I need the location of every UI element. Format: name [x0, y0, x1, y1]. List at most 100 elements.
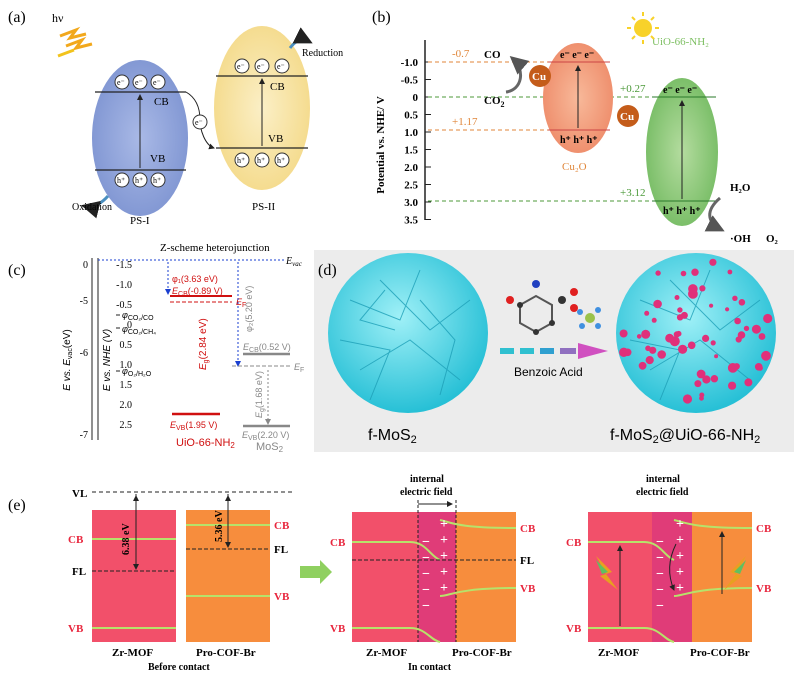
uio-particles — [619, 258, 773, 404]
svg-text:FL: FL — [520, 555, 534, 567]
ef2-label: EF — [294, 362, 304, 374]
uio-particle — [619, 347, 629, 357]
panel-b-tick: 2.0 — [404, 162, 418, 174]
svg-text:VB: VB — [566, 623, 582, 635]
panel-c-right-tick: -1.0 — [116, 280, 132, 291]
uio-particle — [694, 380, 702, 388]
svg-text:Zr-MOF: Zr-MOF — [112, 647, 153, 659]
svg-text:+: + — [440, 533, 448, 548]
depletion-region — [418, 512, 456, 642]
uio-particle — [757, 365, 763, 371]
ps2-holes: h⁺h⁺h⁺ — [234, 152, 290, 168]
panel-d: (d) f-MoS2 Benzoic Acid — [314, 250, 794, 452]
ps1-electrons: e⁻e⁻e⁻ — [114, 74, 166, 90]
charge-symbols: −−−−− +++++ — [422, 517, 448, 614]
uio-particle — [696, 369, 706, 379]
svg-text:VB: VB — [274, 591, 290, 603]
svg-text:+: + — [676, 565, 684, 580]
cu2o-electrons: e⁻ e⁻ e⁻ — [560, 50, 594, 61]
panel-a-label: (a) — [8, 9, 26, 26]
uio-electrons: e⁻ e⁻ e⁻ — [663, 85, 697, 96]
ps1-vb-label: VB — [150, 153, 165, 165]
uio-particle — [676, 314, 684, 321]
uio-particle — [641, 329, 651, 339]
cu2o-holes: h⁺ h⁺ h⁺ — [560, 135, 598, 146]
uio-particle — [649, 346, 657, 354]
phi-co-label: φCO₂/CO — [122, 310, 154, 322]
panel-c-left-tick: 0 — [83, 260, 88, 271]
uio-particle — [709, 258, 717, 266]
svg-text:electric field: electric field — [636, 487, 689, 498]
cu2o-label: Cu₂O — [562, 161, 587, 173]
panel-c-left-tick: -7 — [80, 430, 88, 441]
uio-particle — [734, 317, 741, 325]
svg-text:+: + — [676, 549, 684, 564]
zr-mof-block — [92, 510, 176, 642]
ps2-label: PS-II — [252, 201, 276, 213]
svg-text:electric field: electric field — [400, 487, 453, 498]
uio-particle — [691, 268, 699, 276]
linker-icon — [577, 307, 601, 329]
uio-particle — [702, 375, 711, 384]
molecule-icon — [506, 280, 578, 335]
uio-particle — [733, 363, 740, 370]
uio-particle — [688, 284, 698, 294]
ef1-label: EF — [236, 297, 246, 309]
svg-text:h⁺: h⁺ — [153, 176, 161, 185]
panel-b-tick: 3.0 — [404, 197, 418, 209]
uio-particle — [651, 317, 657, 323]
panel-b-tick: 2.5 — [404, 180, 418, 192]
svg-text:e⁻: e⁻ — [153, 78, 161, 87]
panel-b-ylabel: Potential vs. NHE/ V — [375, 96, 387, 194]
phi-o2-label: φO₂/H₂O — [122, 366, 152, 378]
val-p027: +0.27 — [620, 83, 646, 95]
svg-text:+: + — [440, 517, 448, 532]
mos2-c-label: MoS2 — [256, 441, 284, 454]
svg-text:+: + — [440, 549, 448, 564]
uio-particle — [682, 394, 693, 404]
uio-particle — [751, 324, 761, 334]
panel-c-right-tick: 2.0 — [120, 400, 133, 411]
panel-c-right-ticks: -1.5-1.0-0.500.51.01.52.02.5 — [116, 260, 132, 431]
uio-c-label: UiO-66-NH2 — [176, 437, 235, 450]
ecb2-label: ECB(0.52 V) — [243, 342, 291, 354]
svg-text:+: + — [440, 581, 448, 596]
svg-text:h⁺: h⁺ — [117, 176, 125, 185]
svg-text:Zr-MOF: Zr-MOF — [366, 647, 407, 659]
oh-label: ·OH — [730, 233, 751, 245]
svg-text:VB: VB — [520, 583, 536, 595]
panel-b-label: (b) — [372, 9, 391, 26]
svg-text:−: − — [422, 567, 430, 582]
panel-c: (c) Z-scheme heterojunction Evac 0-5-6-7… — [8, 242, 304, 454]
before-contact-label: Before contact — [148, 662, 210, 673]
panel-b-tick: 0.5 — [404, 110, 418, 122]
panel-b-ticks: -1.0-0.500.51.01.52.02.53.03.5 — [401, 57, 431, 227]
svg-text:h⁺: h⁺ — [237, 156, 245, 165]
uio-particle — [763, 313, 773, 324]
uio-particle — [678, 344, 688, 354]
uio-particle — [710, 375, 719, 383]
panel-c-right-tick: -1.5 — [116, 260, 132, 271]
svg-text:e⁻: e⁻ — [277, 62, 285, 71]
light-icon-left — [596, 556, 618, 590]
pro-gap-label: 5.36 eV — [214, 510, 225, 542]
svg-text:+: + — [440, 565, 448, 580]
uio-particle — [710, 340, 716, 346]
panel-c-label: (c) — [8, 262, 26, 279]
panel-b-tick: 1.5 — [404, 145, 418, 157]
uio-particle — [699, 395, 704, 401]
panel-c-left-tick: -5 — [80, 296, 88, 307]
uio-particle — [714, 354, 719, 359]
o2-label: O₂ — [766, 233, 779, 245]
uio-particle — [699, 285, 706, 292]
uio-particle — [619, 329, 628, 338]
svg-text:−: − — [422, 599, 430, 614]
svg-text:CB: CB — [68, 534, 84, 546]
ps1-holes: h⁺h⁺h⁺ — [114, 172, 166, 188]
uio-particle — [761, 350, 771, 361]
phi-ch4-label: φCO₂/CH₄ — [122, 324, 156, 336]
uio-holes: h⁺ h⁺ h⁺ — [663, 206, 701, 217]
svg-text:FL: FL — [72, 566, 86, 578]
evb2-label: EVB(2.20 V) — [242, 430, 289, 442]
uio-particle — [738, 299, 746, 306]
